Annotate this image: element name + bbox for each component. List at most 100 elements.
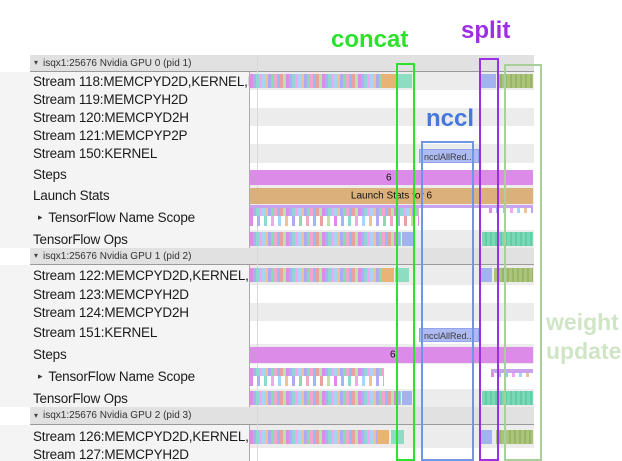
row-track[interactable] — [250, 285, 534, 303]
nccl-allreduce-event[interactable]: ncclAllRed... — [419, 149, 479, 163]
trace-row: Stream 123:MEMCPYH2D — [0, 285, 622, 303]
row-label: Stream 123:MEMCPYH2D — [0, 285, 250, 303]
event-label: ncclAllRed... — [423, 331, 475, 341]
row-label[interactable]: ▸ TensorFlow Name Scope — [0, 364, 250, 389]
row-track[interactable]: Launch Stats for 6 — [250, 185, 534, 205]
row-label-text: Stream 126:MEMCPYD2D,KERNEL,MI — [33, 429, 250, 444]
row-label-text: Stream 127:MEMCPYH2D — [33, 448, 189, 461]
row-track[interactable] — [250, 303, 534, 321]
row-label-text: Stream 119:MEMCPYH2D — [33, 91, 188, 107]
kernel-events-bar[interactable] — [250, 74, 382, 88]
row-label: Stream 119:MEMCPYH2D — [0, 90, 250, 108]
row-label-text: Launch Stats — [33, 187, 110, 203]
row-track[interactable] — [250, 108, 534, 126]
split-event[interactable] — [402, 232, 413, 246]
expand-arrow-icon[interactable]: ▸ — [38, 371, 43, 381]
row-track[interactable]: ncclAllRed... — [250, 144, 534, 163]
split-event[interactable] — [480, 268, 492, 282]
nccl-allreduce-event[interactable]: ncclAllRed... — [419, 328, 479, 342]
row-track[interactable] — [250, 364, 534, 389]
row-label[interactable]: ▸ TensorFlow Name Scope — [0, 205, 250, 230]
kernel-events-bar[interactable] — [250, 429, 377, 444]
row-track[interactable] — [250, 126, 534, 144]
row-label-text: TensorFlow Name Scope — [48, 369, 195, 384]
collapse-arrow-icon: ▾ — [34, 410, 39, 420]
row-label: Stream 124:MEMCPYD2H — [0, 303, 250, 321]
row-track[interactable]: 6 — [250, 163, 534, 185]
concat-event[interactable] — [396, 74, 412, 88]
process-header-label: isqx1:25676 Nvidia GPU 0 (pid 1) — [43, 57, 192, 69]
row-track[interactable] — [250, 72, 534, 90]
row-label: Stream 126:MEMCPYD2D,KERNEL,MI — [0, 425, 250, 448]
trace-row: TensorFlow Ops — [0, 389, 622, 407]
weight-update-events[interactable] — [494, 268, 533, 282]
trace-row: Stream 122:MEMCPYD2D,KERNEL,MI — [0, 265, 622, 285]
step-bar[interactable]: 6 — [250, 170, 533, 185]
row-label: Steps — [0, 344, 250, 364]
launch-stats-bar[interactable]: Launch Stats for 6 — [250, 188, 533, 204]
trace-row: Steps 6 — [0, 163, 622, 185]
expand-arrow-icon[interactable]: ▸ — [38, 212, 43, 222]
name-scope-flame[interactable] — [250, 368, 384, 386]
op-ticks[interactable] — [489, 208, 533, 213]
row-label-text: TensorFlow Name Scope — [48, 210, 195, 225]
weight-update-events[interactable] — [497, 74, 533, 88]
memcpy-event[interactable] — [382, 74, 396, 88]
kernel-events-bar[interactable] — [250, 391, 401, 405]
row-track[interactable] — [250, 425, 534, 448]
memcpy-event[interactable] — [377, 429, 389, 444]
process-header-label: isqx1:25676 Nvidia GPU 1 (pid 2) — [43, 250, 192, 262]
process-header[interactable]: ▾isqx1:25676 Nvidia GPU 0 (pid 1) — [30, 55, 534, 72]
name-scope-flame-top — [250, 368, 384, 376]
row-label-text: Steps — [33, 166, 67, 182]
name-scope-flame[interactable] — [250, 208, 419, 226]
trace-row: Stream 118:MEMCPYD2D,KERNEL,ME — [0, 72, 622, 90]
row-track[interactable]: 6 — [250, 344, 534, 364]
row-label-text: Stream 122:MEMCPYD2D,KERNEL,MI — [33, 267, 250, 283]
trace-row: ▸ TensorFlow Name Scope — [0, 364, 622, 389]
split-event[interactable] — [480, 74, 496, 88]
name-scope-flame-drops — [250, 376, 384, 386]
row-track[interactable] — [250, 205, 534, 230]
row-track[interactable] — [250, 389, 534, 407]
process-header-row: ▾isqx1:25676 Nvidia GPU 0 (pid 1) — [0, 55, 622, 72]
trace-row: TensorFlow Ops — [0, 230, 622, 248]
row-track[interactable] — [250, 448, 534, 461]
collapse-arrow-icon: ▾ — [34, 251, 39, 260]
step-bar[interactable]: 6 — [250, 347, 533, 363]
process-header[interactable]: ▾isqx1:25676 Nvidia GPU 2 (pid 3) — [30, 407, 534, 425]
kernel-events-bar[interactable] — [250, 232, 401, 246]
tensorflow-op-events[interactable] — [482, 391, 533, 405]
row-label: Stream 120:MEMCPYD2H — [0, 108, 250, 126]
row-label-text: Stream 124:MEMCPYD2H — [33, 304, 189, 320]
trace-row: Stream 126:MEMCPYD2D,KERNEL,MI — [0, 425, 622, 448]
process-header[interactable]: ▾ isqx1:25676 Nvidia GPU 1 (pid 2) — [30, 248, 534, 265]
split-event[interactable] — [402, 391, 412, 405]
trace-row: Stream 127:MEMCPYH2D — [0, 448, 622, 461]
concat-event[interactable] — [391, 429, 404, 444]
row-label: Steps — [0, 163, 250, 185]
row-track[interactable]: ncclAllRed... — [250, 321, 534, 344]
row-label: Stream 118:MEMCPYD2D,KERNEL,ME — [0, 72, 250, 90]
name-scope-bar[interactable] — [491, 369, 533, 373]
process-header-row: ▾isqx1:25676 Nvidia GPU 2 (pid 3) — [0, 407, 622, 425]
kernel-events-bar[interactable] — [250, 268, 382, 282]
trace-row: ▸ TensorFlow Name Scope — [0, 205, 622, 230]
trace-row: Stream 124:MEMCPYD2H — [0, 303, 622, 321]
row-track[interactable] — [250, 230, 534, 248]
memcpy-event[interactable] — [382, 268, 394, 282]
row-track[interactable] — [250, 90, 534, 108]
tensorflow-op-events[interactable] — [482, 232, 533, 246]
process-header-row: ▾ isqx1:25676 Nvidia GPU 1 (pid 2) — [0, 248, 622, 265]
op-ticks[interactable] — [491, 373, 533, 377]
concat-event[interactable] — [395, 268, 409, 282]
weight-update-events[interactable] — [496, 429, 533, 444]
row-track[interactable] — [250, 265, 534, 285]
row-label-text: Stream 150:KERNEL — [33, 146, 158, 161]
split-event[interactable] — [480, 429, 492, 444]
row-label-text: TensorFlow Ops — [33, 231, 128, 247]
name-scope-bar[interactable] — [250, 205, 533, 208]
row-label: Launch Stats — [0, 185, 250, 205]
